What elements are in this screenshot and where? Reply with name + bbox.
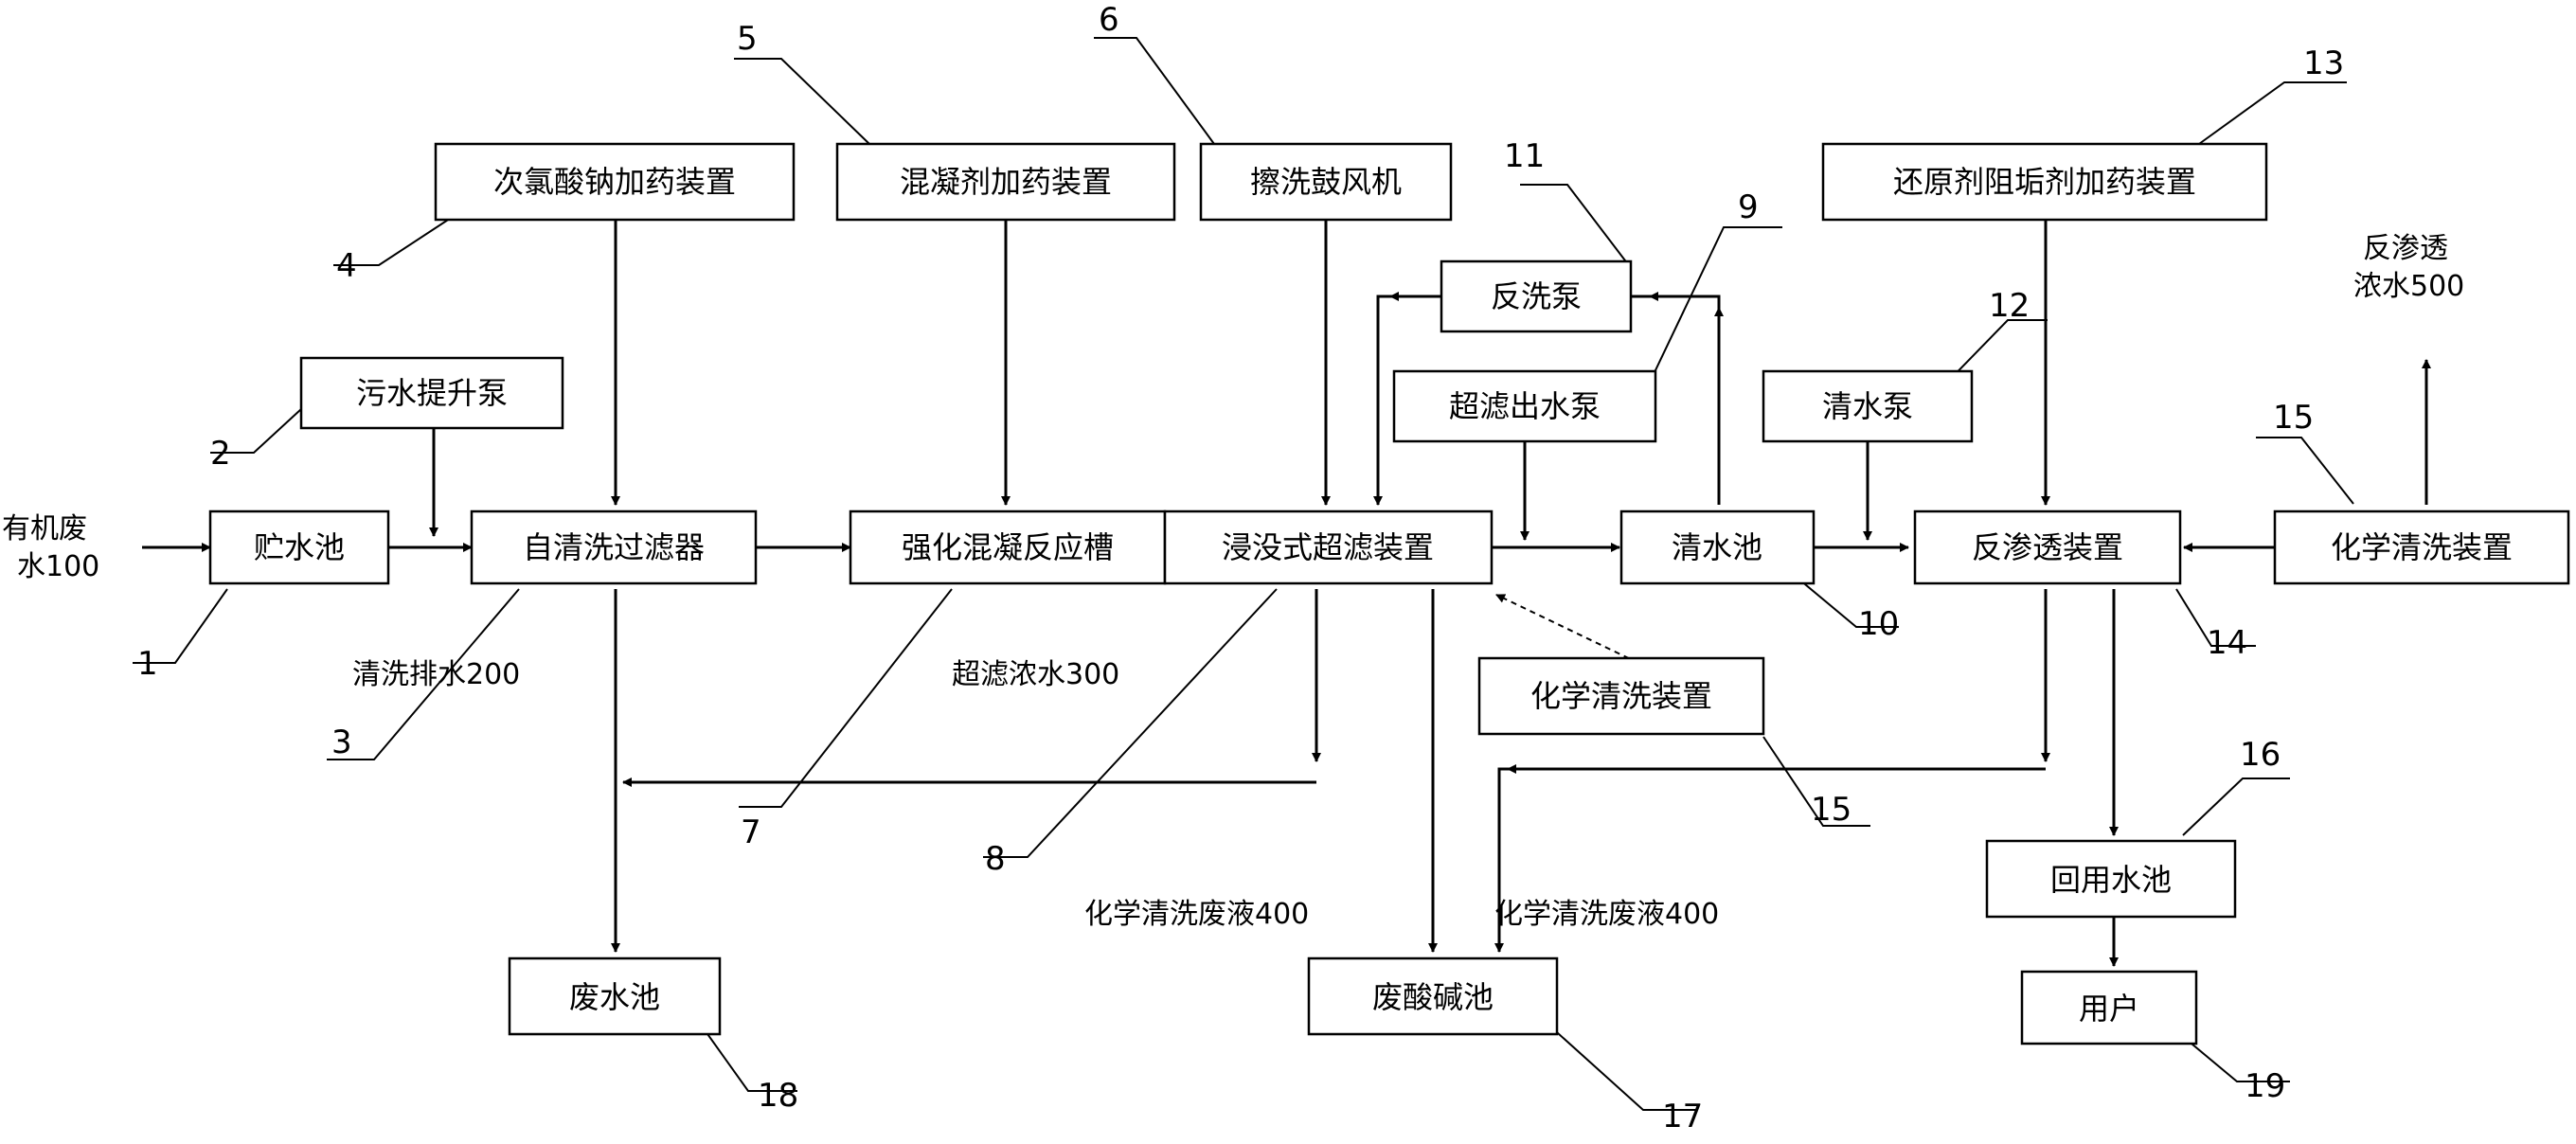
chem-mid-to-uf-dashed-arrow xyxy=(1495,594,1639,664)
number-1: 1 xyxy=(137,645,158,683)
box-clear-pump: 清水泵 xyxy=(1762,369,1974,443)
number-18: 18 xyxy=(758,1077,798,1115)
box-reductant-doser: 还原剂阻垢剂加药装置 xyxy=(1821,142,2268,222)
number-11: 11 xyxy=(1504,137,1545,175)
box-acid-base-pool: 废酸碱池 xyxy=(1307,956,1559,1036)
flow-lines xyxy=(142,220,2431,967)
immersed-uf-label: 浸没式超滤装置 xyxy=(1222,529,1434,565)
box-uf-outlet-pump: 超滤出水泵 xyxy=(1392,369,1657,443)
waste-pool-label: 废水池 xyxy=(569,979,660,1015)
number-4: 4 xyxy=(336,247,357,285)
leader-10 xyxy=(1798,579,1899,628)
leader-3 xyxy=(327,588,520,760)
number-9: 9 xyxy=(1738,188,1759,226)
uf-concentrate-label: 超滤浓水300 xyxy=(952,658,1119,691)
coagulant-doser-label: 混凝剂加药装置 xyxy=(900,164,1112,200)
number-10: 10 xyxy=(1858,605,1899,643)
wash-drain-label: 清洗排水200 xyxy=(352,658,520,691)
box-scrub-blower: 擦洗鼓风机 xyxy=(1199,142,1453,222)
reuse-pool-label: 回用水池 xyxy=(2050,862,2172,898)
box-clear-pool: 清水池 xyxy=(1619,509,1816,585)
leader-17 xyxy=(1547,1024,1695,1111)
number-15a: 15 xyxy=(2273,399,2314,437)
chem-clean-mid-label: 化学清洗装置 xyxy=(1530,678,1712,714)
leader-16 xyxy=(2182,778,2290,836)
leader-18 xyxy=(700,1024,797,1092)
backwash-pump-label: 反洗泵 xyxy=(1491,278,1582,314)
box-self-clean-filter: 自清洗过滤器 xyxy=(470,509,758,585)
leader-5 xyxy=(734,58,870,145)
leader-8 xyxy=(983,588,1278,858)
hypochlorite-doser-label: 次氯酸钠加药装置 xyxy=(493,164,736,200)
box-coagulation-tank: 强化混凝反应槽 xyxy=(849,509,1167,585)
coagulation-tank-label: 强化混凝反应槽 xyxy=(902,529,1114,565)
box-chem-clean-mid: 化学清洗装置 xyxy=(1477,656,1765,736)
number-15b: 15 xyxy=(1811,791,1852,829)
box-sewage-pump: 污水提升泵 xyxy=(299,356,564,430)
reductant-doser-label: 还原剂阻垢剂加药装置 xyxy=(1893,164,2196,200)
leader-13 xyxy=(2198,81,2347,145)
number-6: 6 xyxy=(1099,1,1119,39)
number-19: 19 xyxy=(2245,1067,2285,1105)
user-label: 用户 xyxy=(2079,991,2139,1027)
box-storage-pool: 贮水池 xyxy=(208,509,390,585)
box-immersed-uf: 浸没式超滤装置 xyxy=(1163,509,1494,585)
storage-pool-label: 贮水池 xyxy=(254,529,345,565)
leader-15b xyxy=(1762,736,1870,827)
ro-unit-label: 反渗透装置 xyxy=(1972,529,2123,565)
leader-15a xyxy=(2256,437,2354,505)
chem-waste-right-label: 化学清洗废液400 xyxy=(1494,898,1719,931)
uf-outlet-pump-label: 超滤出水泵 xyxy=(1449,388,1601,424)
leader-10-11 xyxy=(1520,184,1632,269)
acid-base-pool-label: 废酸碱池 xyxy=(1372,979,1494,1015)
sewage-pump-label: 污水提升泵 xyxy=(356,375,508,411)
clear-pump-label: 清水泵 xyxy=(1822,388,1913,424)
number-16: 16 xyxy=(2240,736,2281,774)
leader-1 xyxy=(133,588,228,664)
chem-waste-left-label: 化学清洗废液400 xyxy=(1084,898,1309,931)
self-clean-filter-label: 自清洗过滤器 xyxy=(523,529,705,565)
box-hypochlorite-doser: 次氯酸钠加药装置 xyxy=(434,142,796,222)
leader-6 xyxy=(1094,37,1215,145)
number-3: 3 xyxy=(331,724,352,761)
number-12: 12 xyxy=(1989,287,2030,325)
leader-9 xyxy=(1645,226,1782,391)
clear-pool-label: 清水池 xyxy=(1672,529,1762,565)
leader-12 xyxy=(1939,319,2048,391)
leader-14 xyxy=(2175,588,2256,647)
number-14: 14 xyxy=(2207,624,2247,662)
ro-concentrate-label-1: 反渗透 xyxy=(2363,232,2448,265)
number-13: 13 xyxy=(2303,45,2344,82)
number-8: 8 xyxy=(985,840,1006,878)
ro-concentrate-label-2: 浓水500 xyxy=(2353,270,2464,303)
box-waste-pool: 废水池 xyxy=(508,956,722,1036)
organic-wastewater-label-2: 水100 xyxy=(17,550,99,583)
flow-labels: 有机废 水100 清洗排水200 超滤浓水300 化学清洗废液400 化学清洗废… xyxy=(2,232,2464,931)
box-backwash-pump: 反洗泵 xyxy=(1440,259,1633,333)
number-5: 5 xyxy=(737,20,758,58)
box-ro-unit: 反渗透装置 xyxy=(1913,509,2182,585)
leader-2 xyxy=(210,408,302,454)
number-17: 17 xyxy=(1662,1098,1703,1135)
box-coagulant-doser: 混凝剂加药装置 xyxy=(835,142,1176,222)
chem-clean-right-label: 化学清洗装置 xyxy=(2331,529,2513,565)
component-numbers: 1 2 3 4 5 6 7 8 9 10 11 12 13 14 15 15 1… xyxy=(137,1,2344,1135)
leader-7 xyxy=(739,588,953,808)
number-2: 2 xyxy=(210,435,231,473)
scrub-blower-label: 擦洗鼓风机 xyxy=(1250,164,1402,200)
number-7: 7 xyxy=(741,813,761,851)
ro-waste-line xyxy=(1497,767,2046,939)
box-user: 用户 xyxy=(2020,970,2198,1046)
box-chem-clean-right: 化学清洗装置 xyxy=(2273,509,2570,585)
organic-wastewater-label-1: 有机废 xyxy=(2,512,87,545)
box-reuse-pool: 回用水池 xyxy=(1985,839,2237,919)
